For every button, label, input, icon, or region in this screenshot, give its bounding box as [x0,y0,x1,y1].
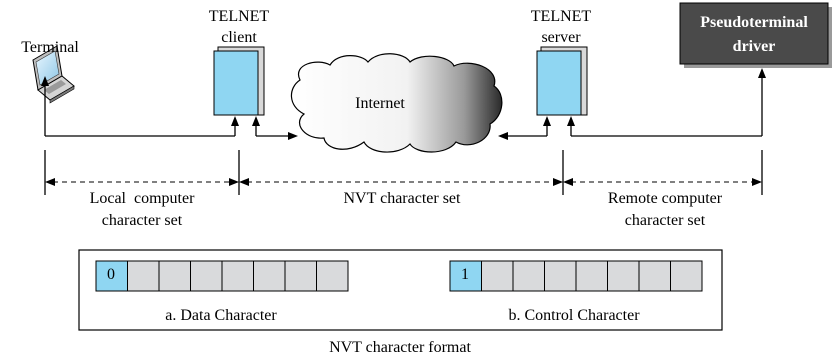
control-character-bit-cell-3 [544,260,577,292]
data-character-caption: a. Data Character [165,307,277,324]
connection-lines [44,74,763,137]
data-character-bit-cell-4 [221,260,254,292]
telnet-server-label-line2: server [541,29,581,46]
terminal-laptop-icon [32,45,75,104]
control-character-bit-cell-1 [481,260,514,292]
data-character-bit-cell-3 [190,260,223,292]
telnet-server-computer-icon [536,46,588,116]
control-character-bit-cell-4 [575,260,608,292]
nvt-charset-label: NVT character set [344,190,462,207]
control-character-bit-cell-7 [670,260,703,292]
data-character-bit-cell-6 [284,260,317,292]
data-character-first-bit: 0 [107,266,115,283]
internet-cloud [290,53,503,153]
control-character-bit-cell-5 [607,260,640,292]
remote-charset-label-line2: character set [625,212,706,229]
control-character-first-bit: 1 [461,266,469,283]
pseudoterminal-label-line1: Pseudoterminal [700,14,808,31]
data-character-bit-cell-1 [127,260,160,292]
charset-range-markers [44,150,763,195]
terminal-label: Terminal [21,39,79,56]
data-character-bit-cell-7 [316,260,349,292]
internet-label: Internet [355,95,405,112]
data-character-bit-cell-5 [253,260,286,292]
control-character-bit-cell-0 [449,260,482,292]
control-character-caption: b. Control Character [508,307,640,324]
data-character-cells [95,260,349,292]
connection-arrowheads [41,68,766,140]
data-character-bit-cell-0 [95,260,128,292]
remote-charset-label-line1: Remote computer [608,190,723,207]
telnet-server-label-line1: TELNET [531,8,592,25]
local-charset-label-line2: character set [102,212,183,229]
control-character-cells [449,260,703,292]
control-character-bit-cell-6 [638,260,671,292]
telnet-client-label-line2: client [221,29,257,46]
control-character-bit-cell-2 [512,260,545,292]
local-charset-label-line1: Local computer [90,190,196,207]
nvt-format-caption: NVT character format [329,339,471,356]
data-character-bit-cell-2 [158,260,191,292]
telnet-client-computer-icon [213,46,265,116]
nvt-format-box [78,249,723,331]
pseudoterminal-driver-box: Pseudoterminal driver [679,2,832,68]
telnet-client-label-line1: TELNET [209,8,270,25]
pseudoterminal-label-line2: driver [733,38,776,55]
